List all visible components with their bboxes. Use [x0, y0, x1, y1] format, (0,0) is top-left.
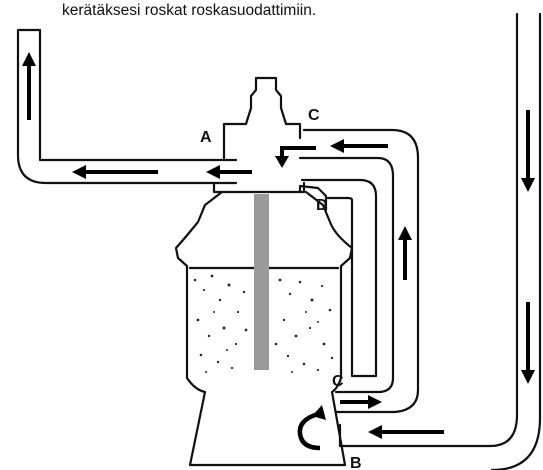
- label-c-top: C: [308, 107, 320, 124]
- sand-media: [193, 274, 334, 373]
- valve-collar: [212, 181, 306, 194]
- label-c-bottom: C: [332, 373, 344, 390]
- inlet-pipe-b-inner: [490, 12, 542, 470]
- arrow-up-left-head: [22, 52, 36, 66]
- outlet-pipe-a: [16, 28, 238, 185]
- center-standpipe: [254, 194, 269, 370]
- arrow-down-right-2-head: [521, 370, 535, 384]
- label-b: B: [350, 455, 362, 470]
- caption-text: kerätäksesi roskat roskasuodattimiin.: [62, 2, 317, 19]
- swirl-arrow-head: [312, 405, 326, 420]
- filter-tank: [174, 190, 354, 467]
- return-pipe-c-outer: [302, 128, 420, 414]
- inlet-pipe-b-outer: [338, 12, 519, 448]
- return-pipe-c-inner: [298, 156, 395, 394]
- arrow-valve-bend-head: [275, 156, 289, 168]
- valve-head: [222, 76, 302, 162]
- arrow-left-1-head: [72, 165, 86, 179]
- arrow-bottom-in-head: [368, 425, 382, 439]
- label-d: D: [316, 197, 328, 214]
- tank-neck-right: [298, 184, 328, 212]
- swirl-arrow: [297, 411, 321, 451]
- arrow-down-right-1-head: [521, 178, 535, 192]
- arrow-left-2-head: [206, 165, 220, 179]
- internal-pipe-d: [300, 178, 378, 378]
- label-a: A: [200, 129, 212, 146]
- arrow-c-top-head: [330, 139, 344, 153]
- arrow-up-return-head: [398, 226, 412, 240]
- arrow-base-out-head: [368, 395, 382, 409]
